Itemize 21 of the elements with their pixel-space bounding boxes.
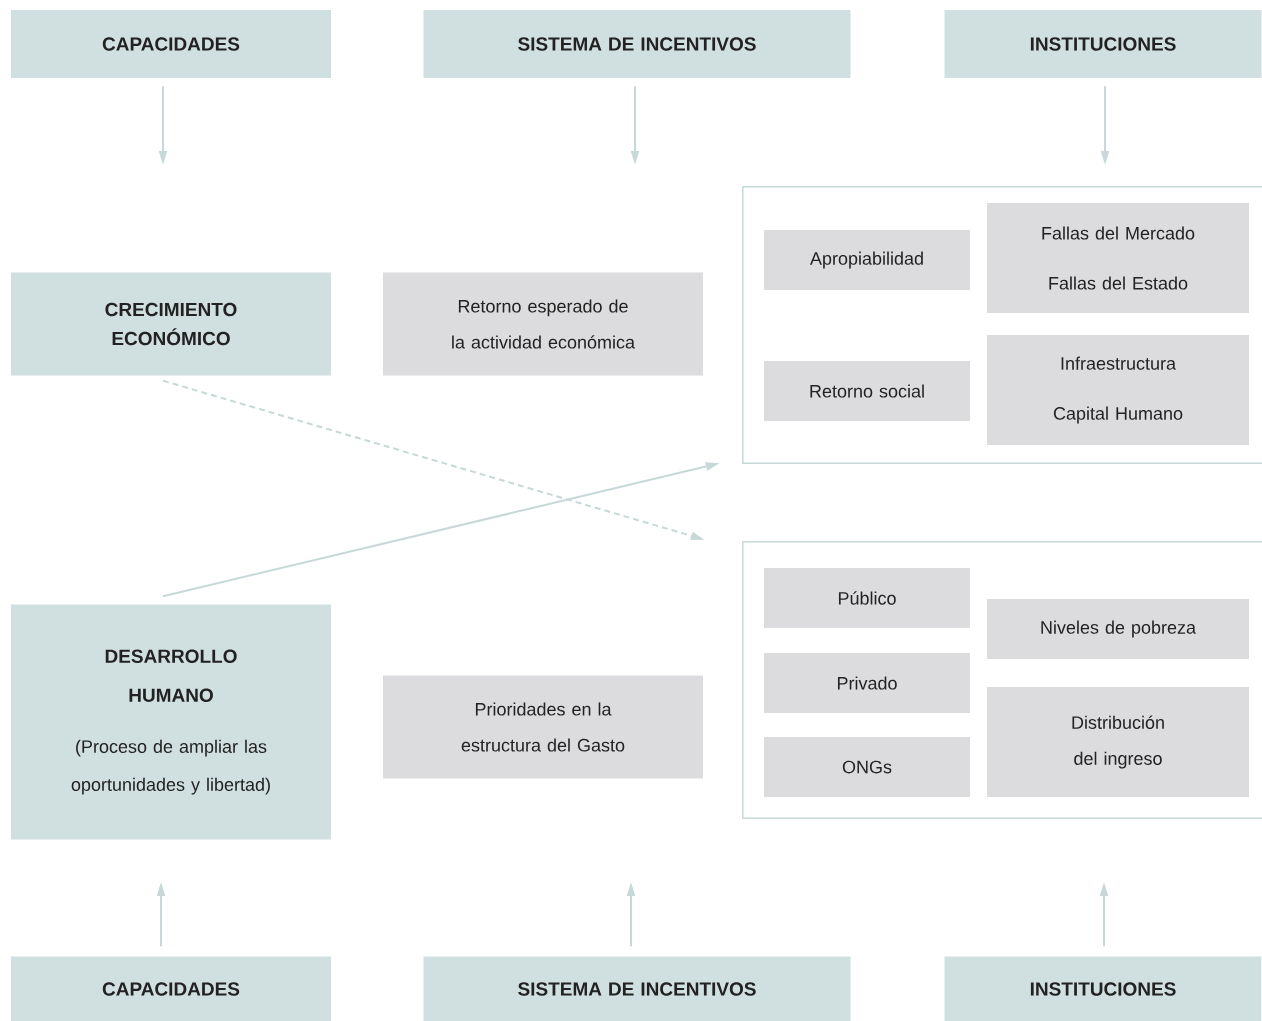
frame xyxy=(742,541,1262,819)
text-box: Apropiabilidad xyxy=(764,230,970,290)
text-box: Retorno social xyxy=(764,361,970,421)
text-box: Prioridades en la estructura del Gasto xyxy=(383,675,703,779)
text-box: Infraestructura Capital Humano xyxy=(987,335,1249,445)
heading-box: CAPACIDADES xyxy=(11,956,331,1021)
heading-box: INSTITUCIONES xyxy=(944,956,1262,1021)
text-box: Niveles de pobreza xyxy=(987,599,1249,659)
frame xyxy=(742,186,1262,464)
text-box: Fallas del Mercado Fallas del Estado xyxy=(987,203,1249,313)
text-box: ONGs xyxy=(764,737,970,797)
heading-box: SISTEMA DE INCENTIVOS xyxy=(423,956,851,1021)
heading-box: CRECIMIENTO ECONÓMICO xyxy=(11,272,331,376)
heading-box: SISTEMA DE INCENTIVOS xyxy=(423,10,851,78)
text-box: Retorno esperado de la actividad económica xyxy=(383,272,703,376)
heading-box: CAPACIDADES xyxy=(11,10,331,78)
text-box: Privado xyxy=(764,653,970,713)
heading-box: DESARROLLO HUMANO (Proceso de ampliar las oportunidades y libertad) xyxy=(11,604,331,840)
heading-box: INSTITUCIONES xyxy=(944,10,1262,78)
text-box: Público xyxy=(764,568,970,628)
text-box: Distribución del ingreso xyxy=(987,687,1249,797)
